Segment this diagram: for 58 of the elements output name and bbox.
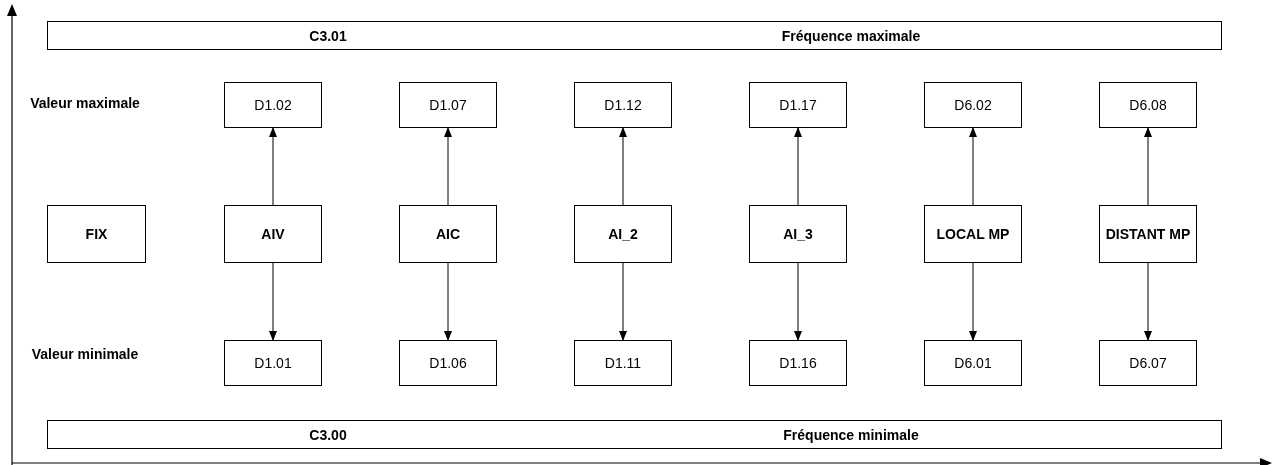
box-text: D1.17	[778, 96, 818, 114]
arrow	[969, 127, 977, 206]
arrow	[969, 262, 977, 341]
parameter-box	[1099, 82, 1197, 128]
band-text: Fréquence maximale	[781, 27, 921, 44]
box-text: AI_2	[607, 225, 639, 243]
parameter-box	[399, 82, 497, 128]
box-text: AIC	[434, 225, 462, 243]
parameter-box	[1099, 340, 1197, 386]
source-box	[224, 205, 322, 263]
parameter-box	[924, 340, 1022, 386]
parameter-box	[224, 82, 322, 128]
box-text: D6.02	[953, 96, 993, 114]
band-box	[47, 420, 1222, 449]
parameter-box	[924, 82, 1022, 128]
arrow	[1144, 262, 1152, 341]
box-text: D6.07	[1128, 354, 1168, 372]
arrow	[1144, 127, 1152, 206]
band-text: C3.01	[309, 27, 347, 44]
parameter-box	[574, 82, 672, 128]
box-text: D1.02	[253, 96, 293, 114]
source-box	[924, 205, 1022, 263]
source-box	[47, 205, 146, 263]
source-box	[574, 205, 672, 263]
box-text: AI_3	[782, 225, 814, 243]
row-label: Valeur minimale	[30, 346, 140, 363]
box-text: D1.11	[603, 354, 643, 372]
source-box	[1099, 205, 1197, 263]
parameter-box	[749, 82, 847, 128]
arrow	[269, 127, 277, 206]
box-text: LOCAL MP	[935, 225, 1011, 243]
parameter-box	[224, 340, 322, 386]
parameter-box	[574, 340, 672, 386]
box-text: AIV	[260, 225, 286, 243]
arrow	[444, 262, 452, 341]
parameter-box	[399, 340, 497, 386]
band-text: Fréquence minimale	[783, 426, 919, 443]
arrow	[619, 262, 627, 341]
parameter-box	[749, 340, 847, 386]
arrow	[269, 262, 277, 341]
box-text: FIX	[84, 225, 109, 243]
box-text: D1.01	[253, 354, 293, 372]
arrow	[794, 127, 802, 206]
band-text: C3.00	[309, 426, 347, 443]
box-text: D1.12	[603, 96, 643, 114]
band-box	[47, 21, 1222, 50]
box-text: D6.01	[953, 354, 993, 372]
arrow	[444, 127, 452, 206]
source-box	[399, 205, 497, 263]
source-box	[749, 205, 847, 263]
box-text: DISTANT MP	[1104, 225, 1192, 243]
arrow	[619, 127, 627, 206]
box-text: D1.07	[428, 96, 468, 114]
row-label: Valeur maximale	[30, 95, 140, 112]
box-text: D6.08	[1128, 96, 1168, 114]
box-text: D1.16	[778, 354, 818, 372]
box-text: D1.06	[428, 354, 468, 372]
arrow	[794, 262, 802, 341]
